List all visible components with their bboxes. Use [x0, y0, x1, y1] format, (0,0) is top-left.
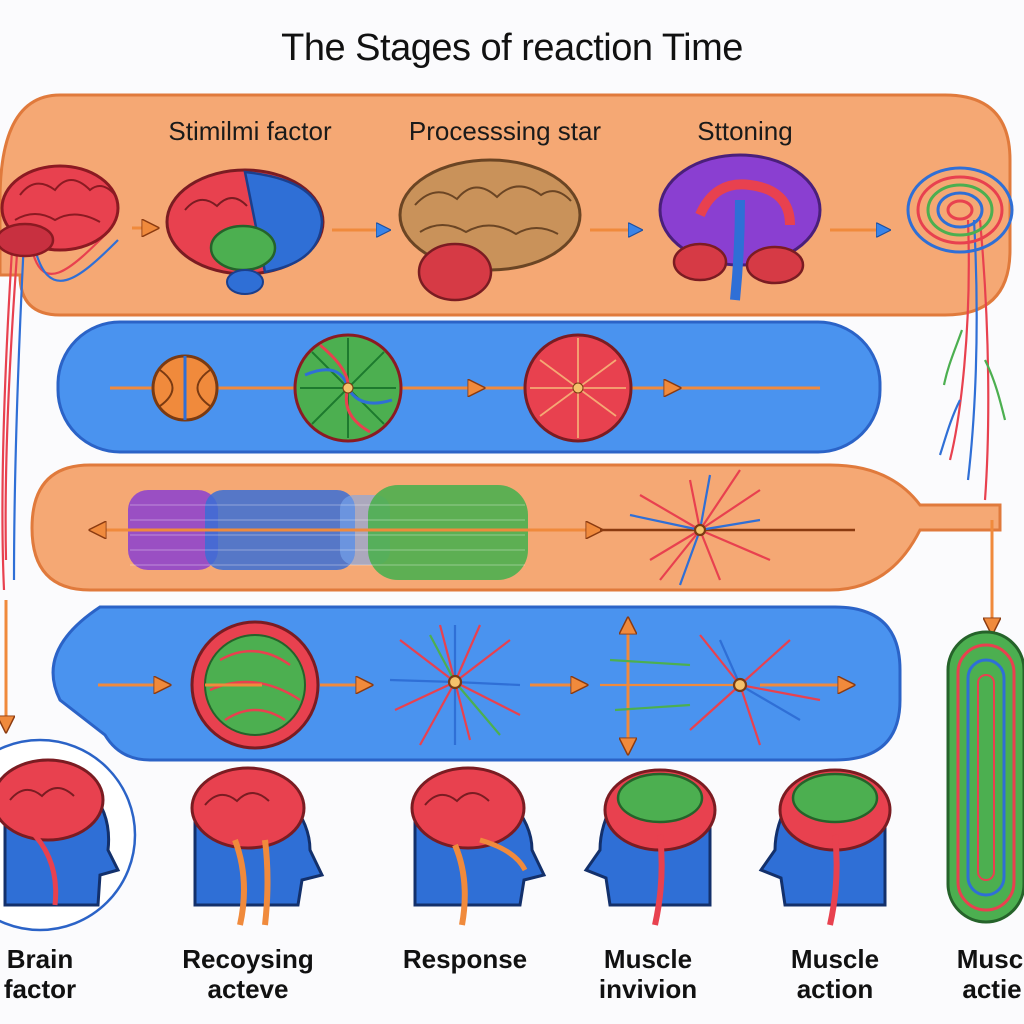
muscle-icon	[946, 630, 1024, 924]
caption-response-line1: Response	[403, 944, 527, 974]
neuron-icon	[151, 354, 219, 422]
stage-label-2: Processsing star	[409, 116, 602, 146]
brain-icon	[658, 153, 822, 301]
caption-receiving-line2: acteve	[208, 974, 289, 1004]
caption-muscle-cut-line1: Musc	[957, 944, 1023, 974]
caption-muscle-cut-line2: actie	[962, 974, 1021, 1004]
signal-hatching	[130, 504, 525, 566]
caption-muscle-action-line1: Muscle	[791, 944, 879, 974]
head-icon	[0, 758, 121, 907]
spiral-nerve-icon	[906, 166, 1014, 254]
caption-muscle-invivion-line2: invivion	[599, 974, 697, 1004]
neuron-icon	[389, 624, 521, 746]
diagram-title: The Stages of reaction Time	[281, 27, 743, 69]
head-icon	[758, 768, 892, 926]
neuron-icon	[523, 333, 633, 443]
head-icon	[583, 768, 717, 926]
green-signal-field	[368, 485, 528, 580]
caption-muscle-action-line2: action	[797, 974, 874, 1004]
brain-icon	[398, 158, 582, 302]
left-nerve-bundle	[1, 229, 119, 591]
caption-muscle-invivion-line1: Muscle	[604, 944, 692, 974]
stage-label-1: Stimilmi factor	[168, 116, 332, 146]
stage-label-3: Sttoning	[697, 116, 792, 146]
head-icon	[410, 766, 547, 926]
brain-icon	[165, 168, 325, 295]
right-nerve-bundle	[938, 219, 1007, 501]
neuron-icon	[600, 634, 821, 746]
neuron-icon	[190, 620, 320, 750]
caption-brain-line1: Brain	[7, 944, 73, 974]
head-icon	[190, 766, 325, 926]
brain-icon	[0, 164, 120, 258]
neuron-icon	[629, 469, 771, 586]
neuron-icon	[293, 333, 403, 443]
caption-receiving-line1: Recoysing	[182, 944, 314, 974]
caption-brain-line2: factor	[4, 974, 76, 1004]
